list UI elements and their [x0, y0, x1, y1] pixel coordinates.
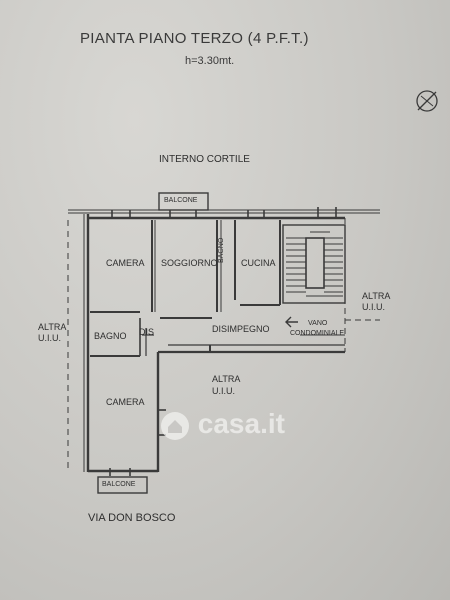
house-logo-icon [161, 411, 189, 440]
altra-uiu-right-2: U.I.U. [362, 302, 386, 312]
street-label: VIA DON BOSCO [88, 512, 176, 524]
camera-bottom-label: CAMERA [106, 397, 145, 407]
balcone-top-box [158, 192, 209, 211]
altra-uiu-center-2: U.I.U. [212, 386, 236, 396]
altra-uiu-left-2: U.I.U. [38, 333, 62, 343]
cucina-label: CUCINA [241, 258, 276, 268]
altra-uiu-left-1: ALTRA [38, 322, 67, 332]
altra-uiu-center-1: ALTRA [212, 374, 241, 384]
balcone-bottom-label: BALCONE [102, 481, 136, 488]
vano-label-1: VANO [308, 320, 328, 327]
north-arrow-icon [416, 90, 438, 112]
entrance-arrow-icon [285, 316, 298, 328]
bagno-small-label: BAGNO [218, 237, 225, 263]
watermark-text: casa.it [197, 408, 285, 439]
vano-label-2: CONDOMINIALE [290, 330, 345, 337]
soggiorno-label: SOGGIORNO [161, 258, 218, 268]
balcone-top-label: BALCONE [164, 197, 198, 204]
altra-uiu-right-1: ALTRA [362, 291, 391, 301]
camera-top-label: CAMERA [106, 258, 145, 268]
height-note: h=3.30mt. [185, 55, 235, 67]
dis-label: DIS [139, 327, 155, 337]
casa-watermark: casa.it [160, 408, 285, 441]
balcone-bottom-box [97, 476, 148, 494]
interno-cortile-label: INTERNO CORTILE [159, 154, 250, 165]
disimpegno-label: DISIMPEGNO [212, 324, 270, 334]
bagno-label: BAGNO [94, 331, 127, 341]
